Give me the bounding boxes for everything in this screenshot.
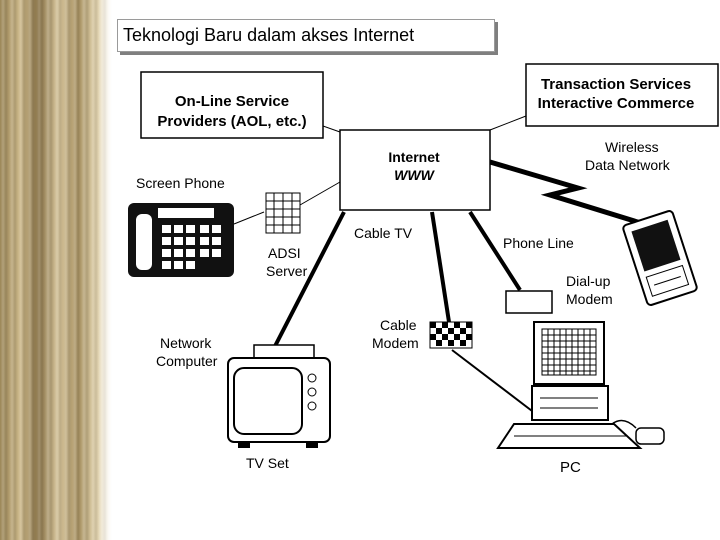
adsi-server-icon — [265, 192, 301, 234]
label-adsi-line2: Server — [266, 263, 308, 279]
online-providers-line1: On-Line Service — [175, 93, 289, 110]
cable-modem-icon — [429, 321, 473, 349]
internet-line2: WWW — [394, 167, 435, 183]
label-wireless-line2: Data Network — [585, 157, 671, 173]
label-dialup-line1: Dial-up — [566, 273, 611, 289]
wireless-pda-icon — [622, 210, 698, 306]
label-tv-set: TV Set — [246, 455, 289, 471]
transaction-box — [525, 63, 719, 127]
link-cablemodem-pc — [451, 349, 537, 415]
label-cable-modem-line1: Cable — [380, 317, 417, 333]
label-cable-tv: Cable TV — [354, 225, 413, 241]
label-pc: PC — [560, 459, 581, 476]
transaction-line1: Transaction Services — [541, 76, 691, 93]
internet-box — [339, 129, 491, 211]
link-wireless-bolt — [489, 159, 645, 227]
link-providers-internet — [322, 125, 341, 133]
tv-set-icon — [227, 344, 331, 448]
label-cable-modem-line2: Modem — [372, 335, 419, 351]
label-dialup-line2: Modem — [566, 291, 613, 307]
page-title: Teknologi Baru dalam akses Internet — [123, 25, 415, 45]
internet-line1: Internet — [388, 149, 440, 165]
link-internet-adsi — [299, 181, 341, 206]
dialup-modem-icon — [505, 290, 553, 314]
label-wireless-line1: Wireless — [605, 139, 659, 155]
pc-icon — [496, 321, 665, 449]
link-internet-tv — [270, 211, 346, 353]
decorative-sidebar — [0, 0, 112, 540]
link-adsi-phone — [233, 211, 265, 225]
title-box: Teknologi Baru dalam akses Internet — [117, 19, 495, 52]
transaction-line2: Interactive Commerce — [538, 95, 695, 112]
label-screen-phone: Screen Phone — [136, 175, 225, 191]
label-adsi-line1: ADSI — [268, 245, 301, 261]
online-providers-box — [140, 71, 324, 139]
link-internet-transaction — [489, 115, 527, 131]
online-providers-line2: Providers (AOL, etc.) — [157, 113, 306, 130]
label-network-line1: Network — [160, 335, 212, 351]
link-internet-dialup — [468, 210, 522, 292]
label-network-line2: Computer — [156, 353, 218, 369]
link-internet-cablemodem — [430, 211, 451, 323]
label-phone-line: Phone Line — [503, 235, 574, 251]
screen-phone-icon — [128, 203, 234, 277]
